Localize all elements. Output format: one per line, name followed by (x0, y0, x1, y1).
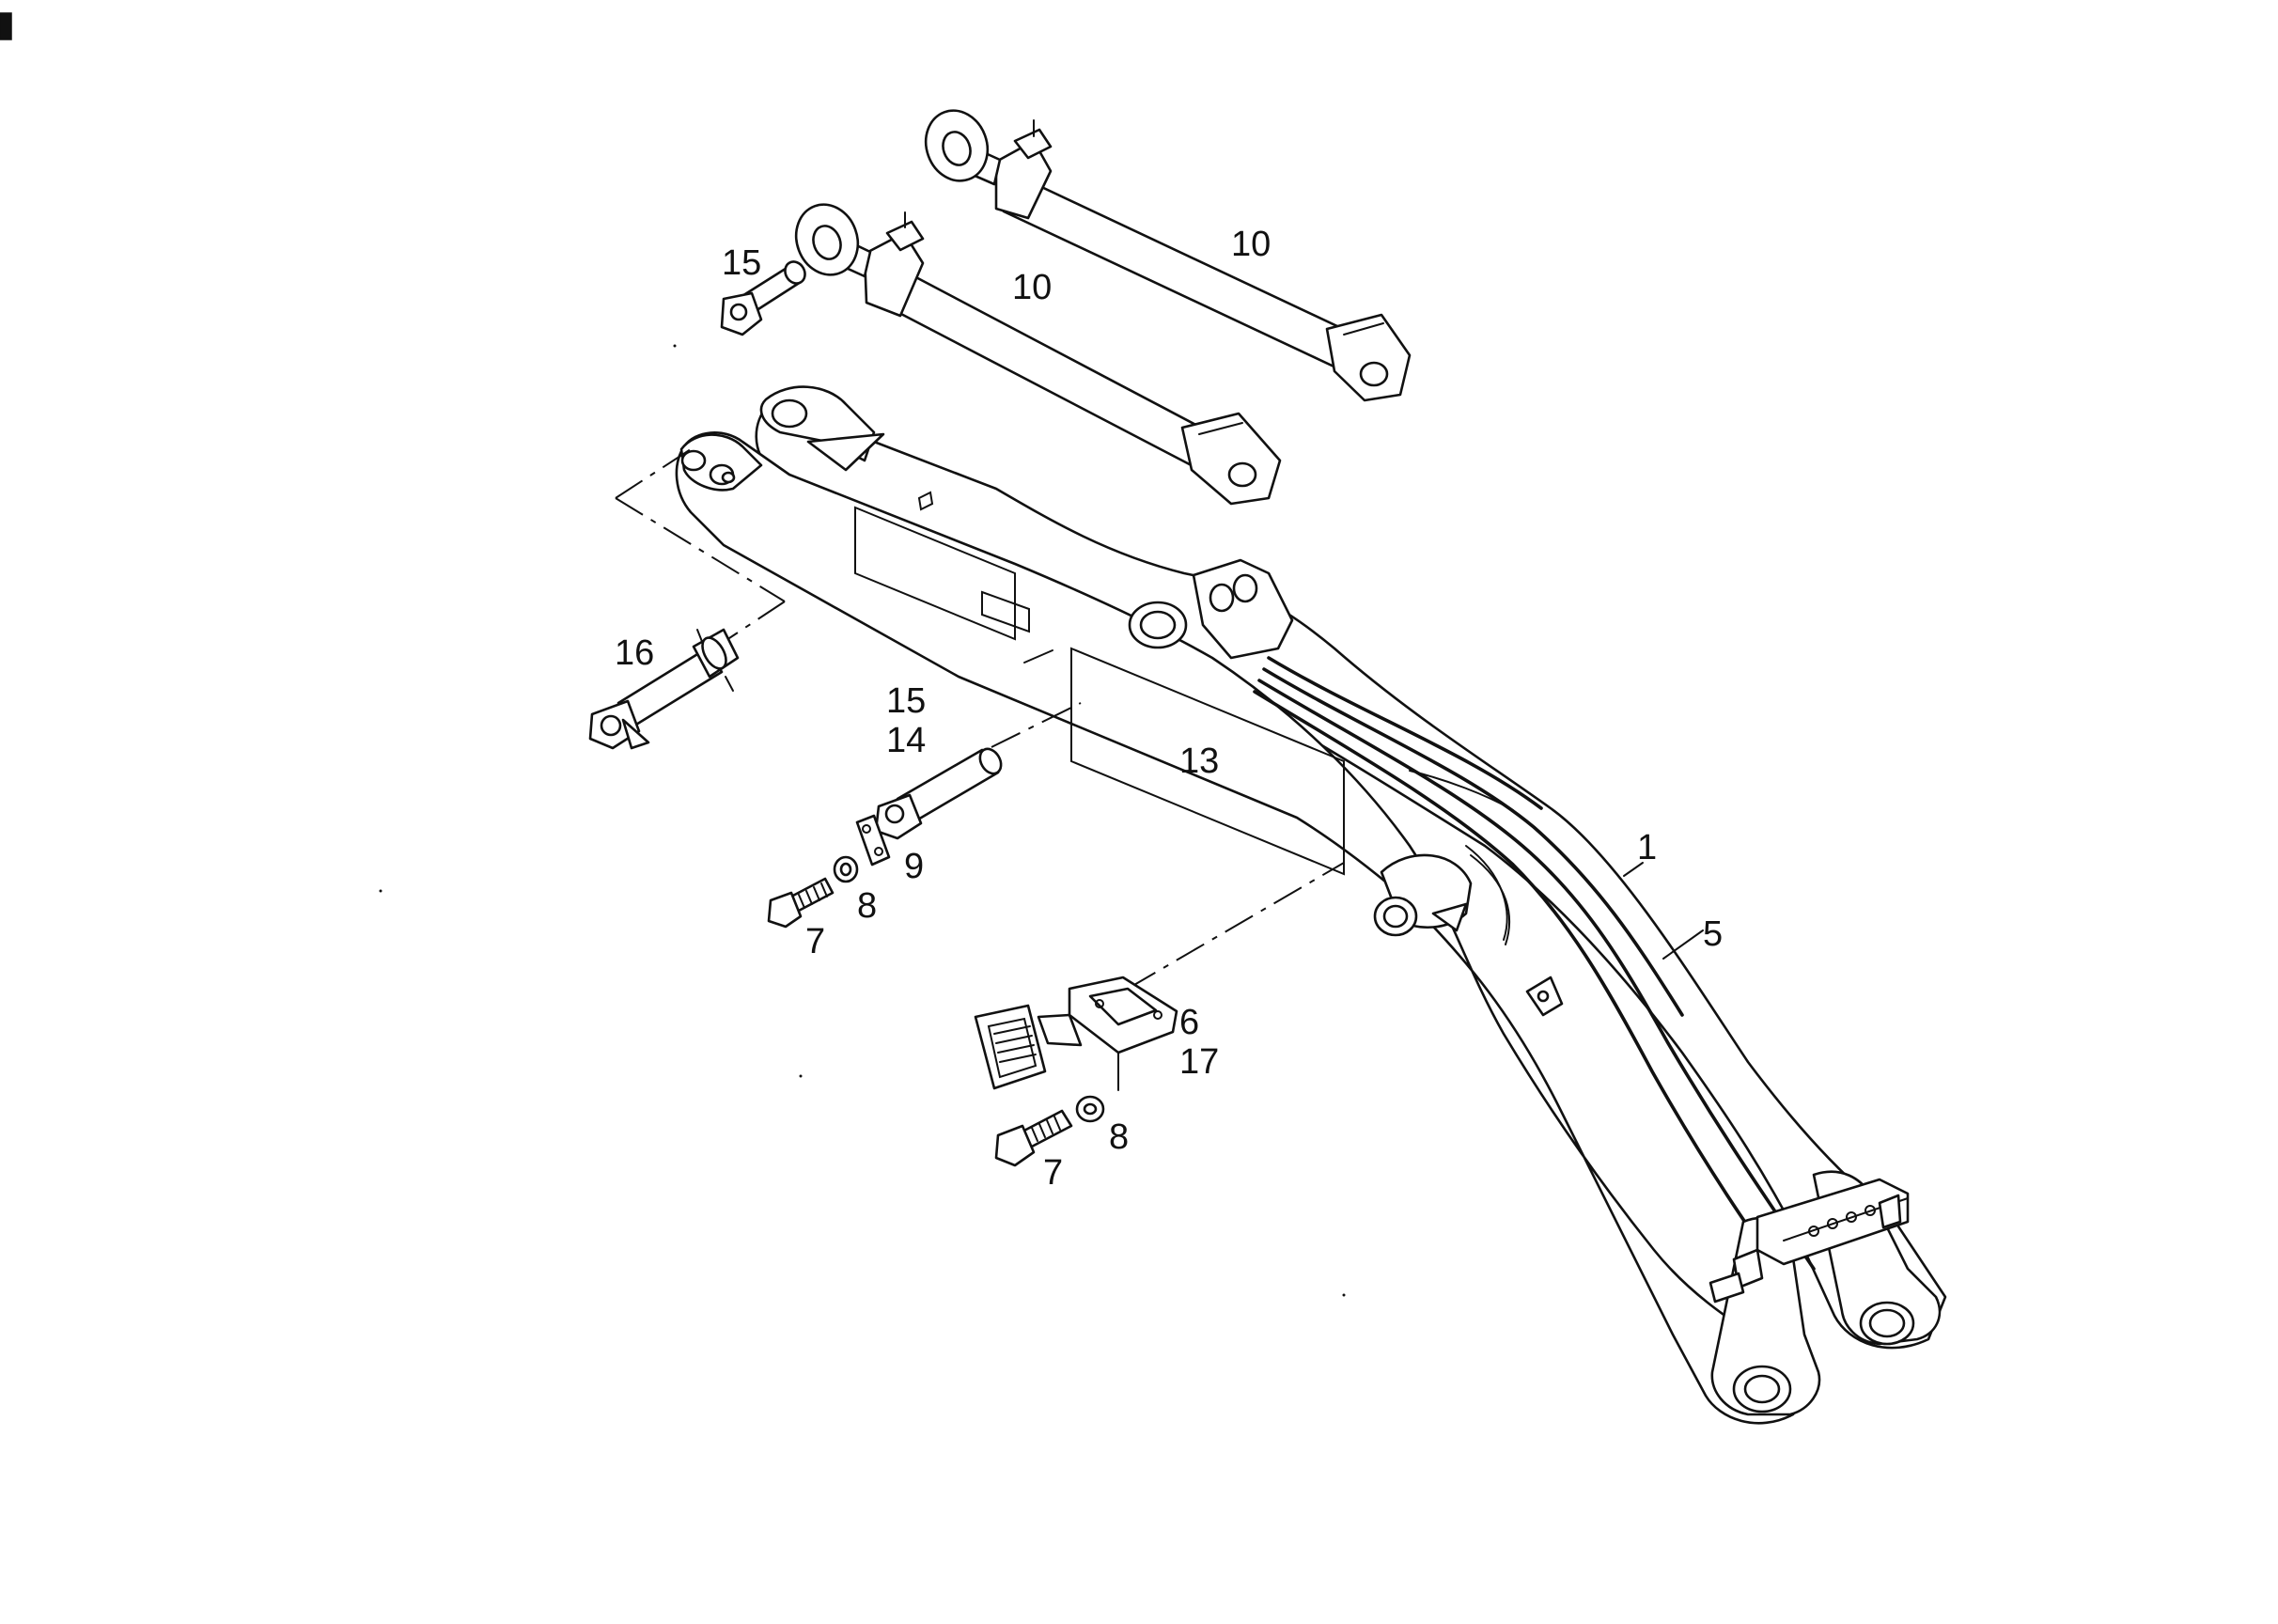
pin-14-15-mid (874, 747, 1003, 840)
boom-arm (675, 385, 1947, 1425)
washer-8-upper-hole (839, 862, 852, 877)
callout-5: 5 (1703, 914, 1723, 954)
hydraulic-cylinder-rear (924, 109, 1412, 402)
callout-14: 14 (886, 721, 926, 760)
callout-8-lower: 8 (1109, 1117, 1129, 1157)
callout-10-front: 10 (1012, 268, 1052, 307)
step-bracket-6-17 (974, 976, 1178, 1090)
lock-plate-9 (855, 814, 891, 867)
callout-6: 6 (1179, 1003, 1199, 1042)
callout-17: 17 (1179, 1042, 1219, 1082)
hydraulic-cylinder-front (794, 203, 1282, 506)
callout-15-top: 15 (722, 243, 761, 283)
callout-7-upper: 7 (805, 922, 825, 961)
reference-dot (379, 889, 382, 893)
reference-dot (1342, 1293, 1346, 1297)
callout-15-mid: 15 (886, 681, 926, 721)
corner-registration-mark (0, 12, 12, 40)
leader-lines (615, 448, 1704, 1091)
callout-10-rear: 10 (1231, 225, 1271, 264)
pin-16 (588, 628, 740, 750)
callout-1: 1 (1637, 828, 1657, 867)
callout-7-lower: 7 (1043, 1153, 1063, 1193)
pin-15-top (720, 260, 806, 336)
reference-dot (799, 1074, 803, 1078)
callout-13: 13 (1179, 742, 1219, 781)
callout-labels: 10 10 15 16 15 14 13 9 8 7 1 5 6 17 8 7 (615, 225, 1723, 1193)
washer-8-lower-hole (1083, 1102, 1098, 1116)
bolt-7-lower (994, 1109, 1073, 1167)
callout-16: 16 (615, 633, 654, 673)
callout-9: 9 (904, 847, 924, 886)
bolt-7-upper (767, 877, 835, 929)
callout-8-upper: 8 (857, 886, 877, 926)
reference-dot (673, 344, 677, 348)
